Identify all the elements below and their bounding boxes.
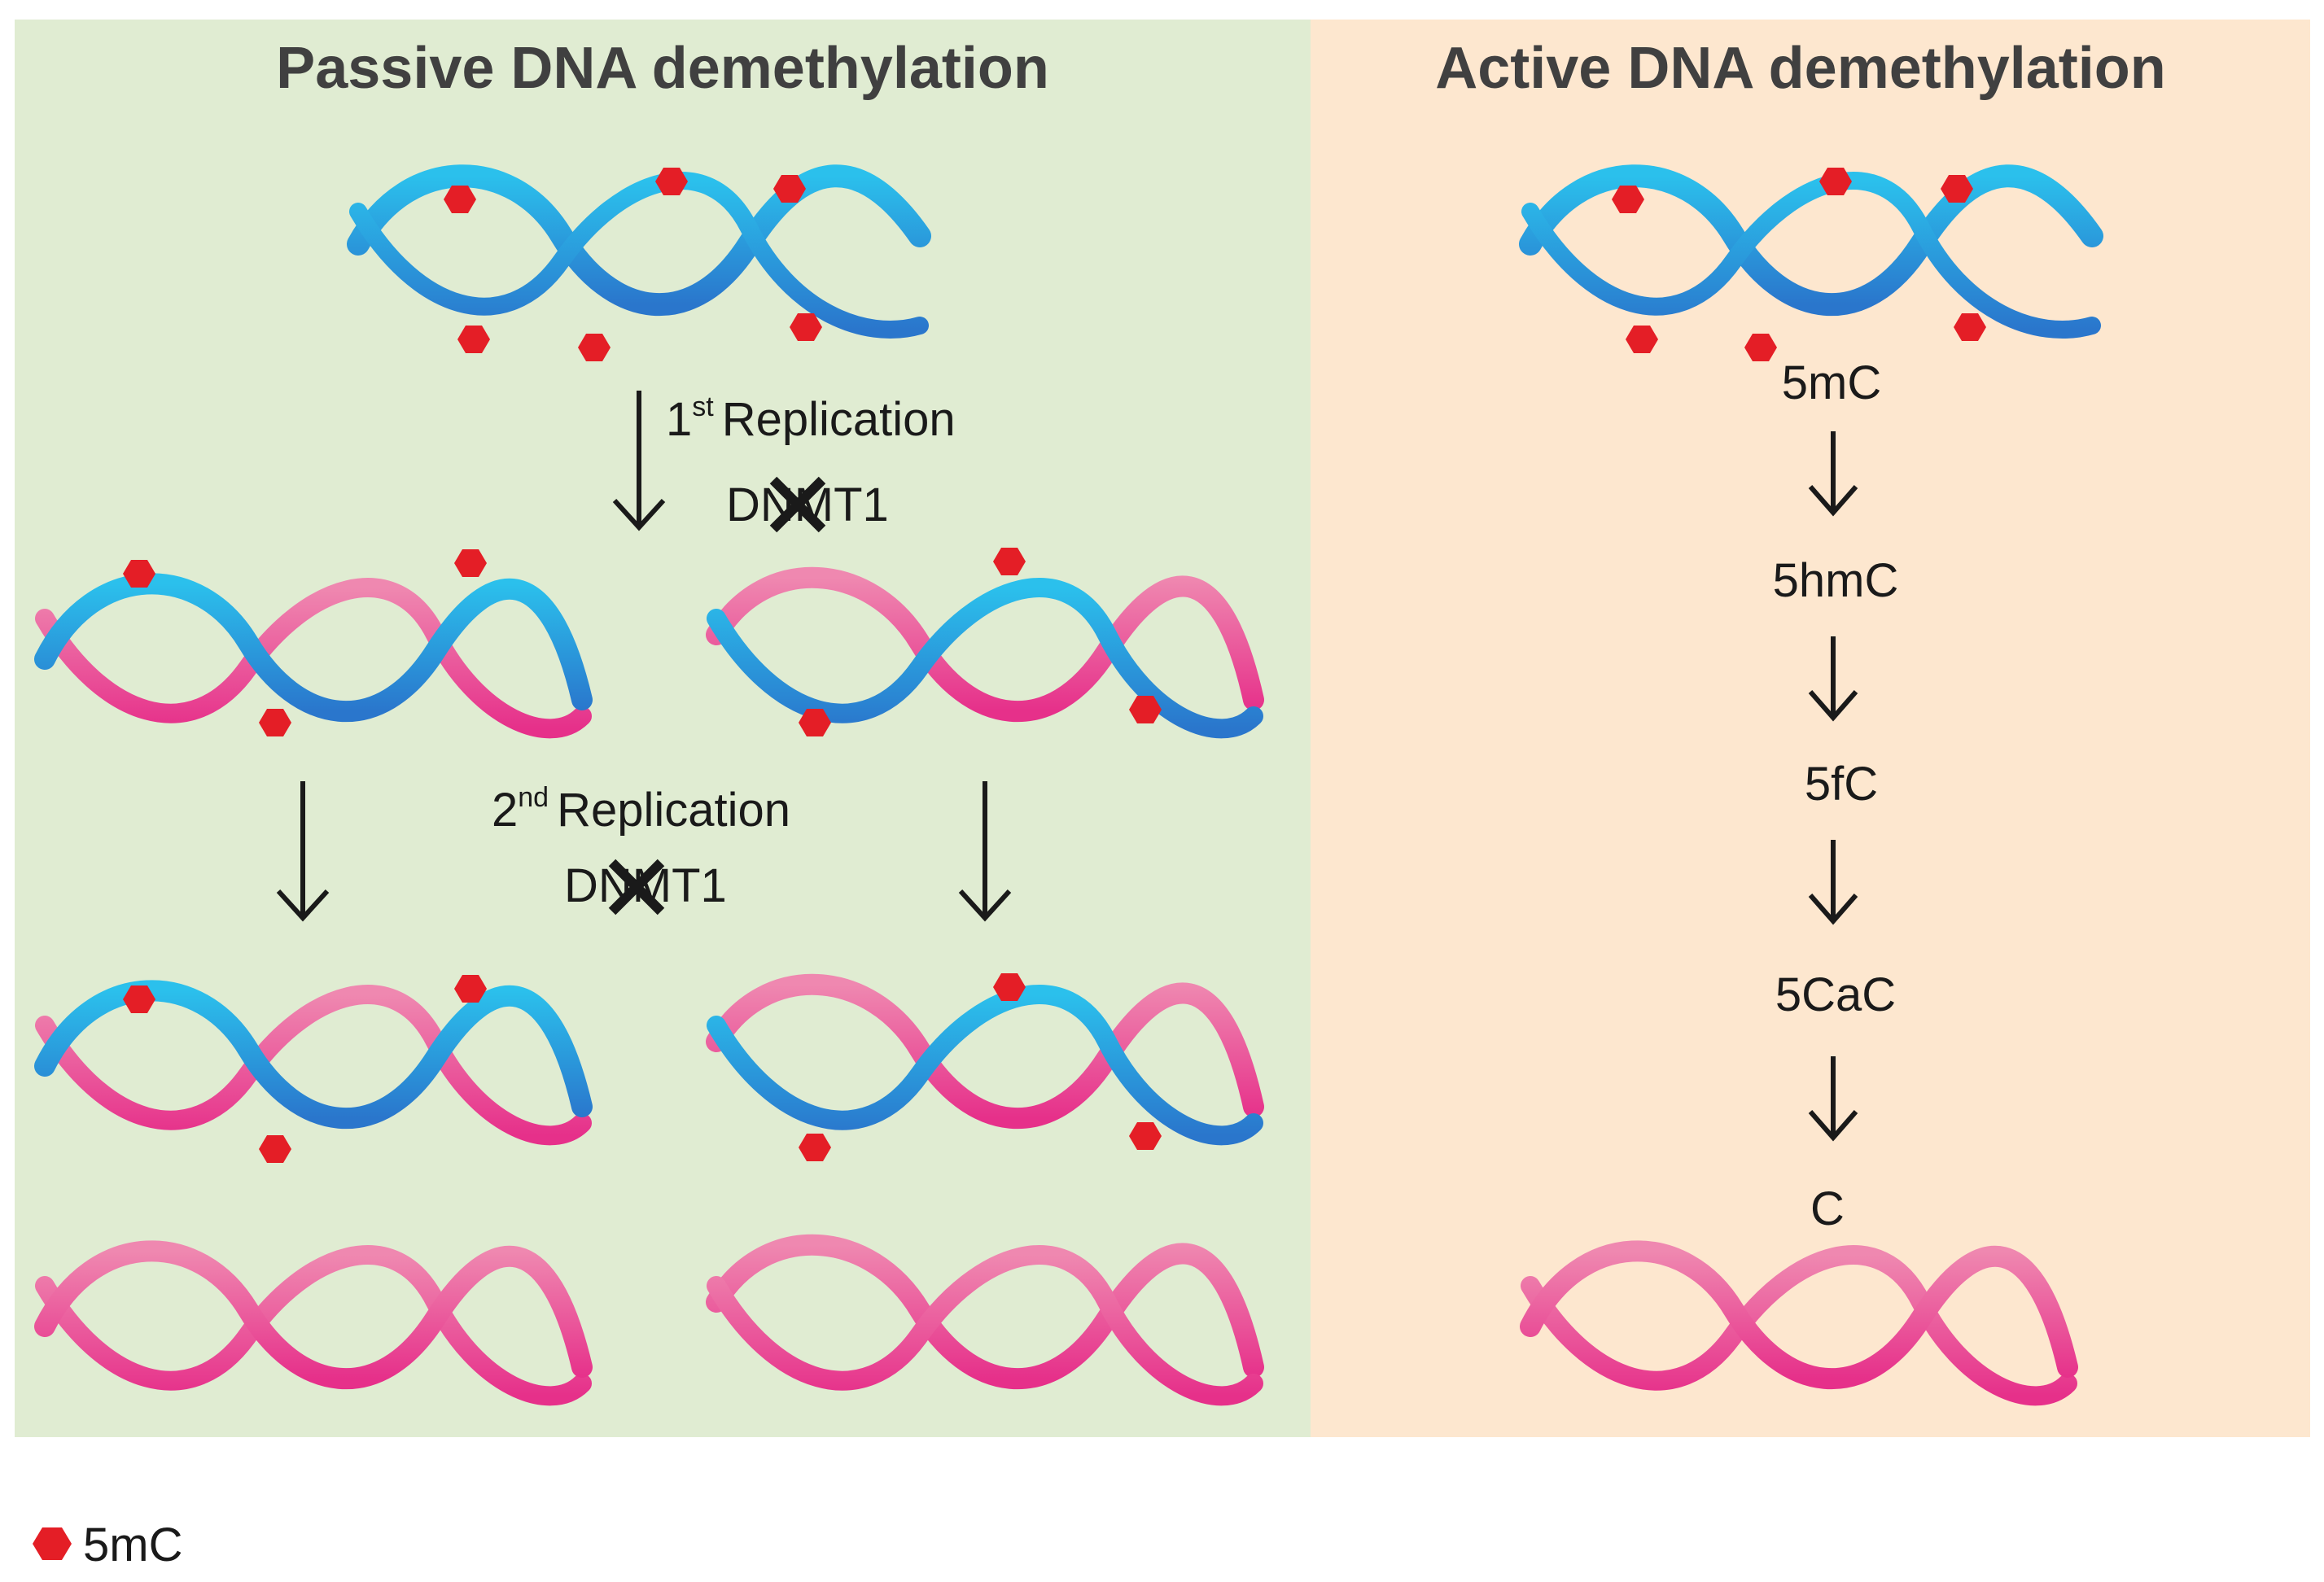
- legend-label: 5mC: [83, 1519, 182, 1571]
- methyl-mark: [993, 973, 1026, 1001]
- dna-unmethylated-active: [1520, 1240, 2078, 1406]
- methyl-mark: [454, 549, 487, 577]
- methyl-mark: [444, 186, 476, 213]
- dna-fully-methylated-active: [1519, 164, 2103, 339]
- methyl-mark: [799, 1134, 831, 1161]
- arrow-first-replication: [612, 391, 666, 531]
- methyl-mark: [773, 175, 806, 203]
- legend-methyl-mark-icon: [33, 1527, 72, 1560]
- arrow-5fc-to-5cac: [1808, 840, 1858, 925]
- methyl-marks-row3-right: [799, 973, 1162, 1161]
- first-replication-enzyme: DNMT1: [726, 479, 889, 531]
- active-panel: [1311, 20, 2310, 1437]
- active-step-5hmc: 5hmC: [1773, 554, 1899, 607]
- arrow-5cac-to-c: [1808, 1056, 1858, 1142]
- methyl-mark: [123, 985, 155, 1013]
- methyl-marks-hemi-right: [799, 548, 1162, 736]
- methyl-mark: [655, 168, 688, 195]
- arrow-5hmc-to-5fc: [1808, 636, 1858, 722]
- methyl-mark: [457, 326, 490, 353]
- methyl-mark: [1819, 168, 1852, 195]
- passive-title: Passive DNA demethylation: [276, 36, 1049, 101]
- methyl-marks-row3-left: [123, 975, 487, 1163]
- methyl-mark: [790, 313, 822, 341]
- methyl-mark: [1954, 313, 1986, 341]
- active-step-5cac: 5CaC: [1775, 968, 1896, 1021]
- methyl-marks-top-passive: [444, 168, 822, 361]
- legend: 5mC: [33, 1519, 182, 1571]
- active-title: Active DNA demethylation: [1435, 36, 2166, 101]
- active-step-5fc: 5fC: [1805, 758, 1878, 811]
- methyl-mark: [1941, 175, 1973, 203]
- dna-hemi-methylated-right-row3: [706, 974, 1264, 1146]
- methyl-mark: [993, 548, 1026, 575]
- second-replication-enzyme: DNMT1: [564, 859, 727, 912]
- methyl-mark: [259, 1135, 291, 1163]
- active-step-5mc: 5mC: [1782, 356, 1881, 409]
- arrow-second-replication-left: [276, 781, 330, 922]
- inhibited-x-icon: [769, 476, 826, 533]
- methyl-mark: [1612, 186, 1644, 213]
- inhibited-x-icon: [608, 859, 665, 916]
- methyl-marks-hemi-left: [123, 549, 487, 736]
- dna-unmethylated-left: [34, 1240, 593, 1406]
- methyl-mark: [1744, 334, 1777, 361]
- methyl-mark: [259, 709, 291, 736]
- passive-panel: [15, 20, 1311, 1437]
- methyl-mark: [799, 709, 831, 736]
- dna-hemi-methylated-right: [706, 567, 1264, 739]
- active-arrows: [1808, 431, 1858, 1142]
- dna-fully-methylated-passive: [347, 164, 931, 339]
- methyl-mark: [1626, 326, 1658, 353]
- methyl-marks-top-active: [1612, 168, 1986, 361]
- arrow-second-replication-right: [958, 781, 1012, 922]
- methyl-mark: [578, 334, 611, 361]
- active-step-c: C: [1810, 1182, 1845, 1235]
- methyl-mark: [454, 975, 487, 1003]
- dna-unmethylated-right: [706, 1235, 1264, 1406]
- arrow-5mc-to-5hmc: [1808, 431, 1858, 517]
- methyl-mark: [1129, 696, 1162, 723]
- methyl-mark: [123, 560, 155, 588]
- methyl-mark: [1129, 1122, 1162, 1150]
